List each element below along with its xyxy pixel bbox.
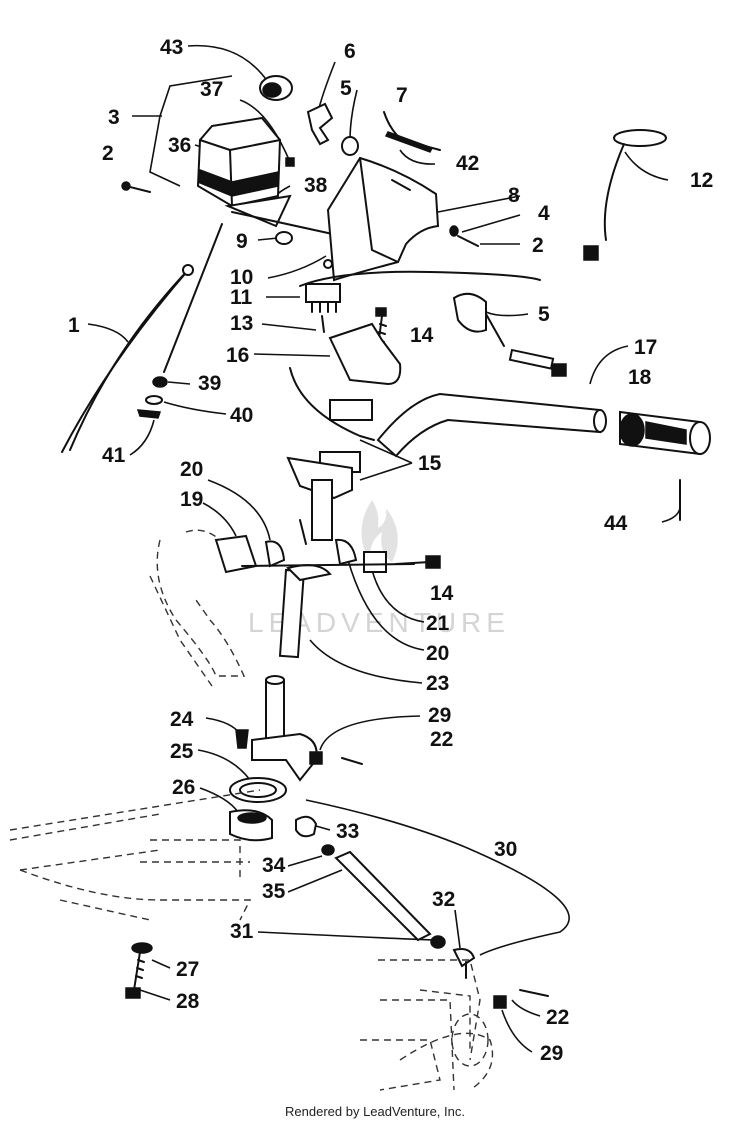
callout-1: 1 bbox=[68, 314, 80, 337]
handlebar-17 bbox=[376, 392, 607, 458]
callout-18: 18 bbox=[628, 366, 652, 389]
callout-29-upper: 29 bbox=[428, 704, 451, 727]
callout-37: 37 bbox=[200, 78, 223, 101]
meter-housing-36 bbox=[196, 116, 282, 208]
bracket-16 bbox=[328, 322, 402, 386]
washer-39 bbox=[152, 376, 168, 388]
callout-39: 39 bbox=[198, 372, 221, 395]
callout-5-right: 5 bbox=[538, 303, 550, 326]
washer-27 bbox=[131, 942, 153, 954]
callout-5-upper: 5 bbox=[340, 77, 352, 100]
tie-rod-assembly bbox=[295, 815, 476, 979]
washer-9 bbox=[275, 231, 293, 245]
callout-16: 16 bbox=[226, 344, 249, 367]
callout-11: 11 bbox=[230, 286, 253, 309]
callout-17: 17 bbox=[634, 336, 657, 359]
frame-outlines bbox=[9, 529, 494, 1091]
bushing-20-left bbox=[264, 540, 286, 568]
callout-3: 3 bbox=[108, 106, 120, 129]
callout-6: 6 bbox=[344, 40, 356, 63]
callout-21: 21 bbox=[426, 612, 450, 635]
callout-20-upper: 20 bbox=[180, 458, 203, 481]
callout-14-lower: 14 bbox=[430, 582, 454, 605]
callout-43: 43 bbox=[160, 36, 183, 59]
bearing-25 bbox=[229, 777, 287, 803]
callout-10: 10 bbox=[230, 266, 253, 289]
callout-25: 25 bbox=[170, 740, 194, 763]
pin-22-upper bbox=[341, 757, 363, 765]
handlebar-cover-8 bbox=[326, 156, 440, 282]
callout-33: 33 bbox=[336, 820, 359, 843]
callout-13: 13 bbox=[230, 312, 253, 335]
callout-20-lower: 20 bbox=[426, 642, 449, 665]
key-6 bbox=[306, 102, 334, 146]
callout-35: 35 bbox=[262, 880, 286, 903]
pin-22-lower bbox=[519, 989, 549, 997]
callout-14-upper: 14 bbox=[410, 324, 434, 347]
screw-37 bbox=[285, 157, 295, 167]
footer-credit: Rendered by LeadVenture, Inc. bbox=[285, 1104, 465, 1119]
screw-2-right bbox=[457, 235, 479, 247]
callout-19: 19 bbox=[180, 488, 203, 511]
callout-2-right: 2 bbox=[532, 234, 544, 257]
callout-15: 15 bbox=[418, 452, 442, 475]
callout-23: 23 bbox=[426, 672, 449, 695]
bolt-24 bbox=[235, 729, 249, 749]
callout-4: 4 bbox=[538, 202, 550, 225]
callout-26: 26 bbox=[172, 776, 195, 799]
clamp-21 bbox=[363, 551, 387, 573]
callout-36: 36 bbox=[168, 134, 191, 157]
bushing-20-right bbox=[334, 538, 358, 566]
callout-9: 9 bbox=[236, 230, 248, 253]
clip-41 bbox=[136, 409, 162, 419]
callout-12: 12 bbox=[690, 169, 713, 192]
washer-40 bbox=[145, 395, 163, 405]
clamp-15-upper bbox=[329, 399, 373, 421]
bolt-28 bbox=[125, 951, 145, 999]
callout-8: 8 bbox=[508, 184, 520, 207]
part-illustrations bbox=[61, 75, 711, 1009]
nut-29-upper bbox=[309, 751, 323, 765]
callout-44: 44 bbox=[604, 512, 628, 535]
callout-31: 31 bbox=[230, 920, 254, 943]
callout-24: 24 bbox=[170, 708, 194, 731]
callout-32: 32 bbox=[432, 888, 455, 911]
strip-42 bbox=[384, 131, 434, 153]
callout-40: 40 bbox=[230, 404, 253, 427]
steering-shaft-lower bbox=[251, 675, 318, 782]
knob-43 bbox=[259, 75, 293, 101]
throttle-5 bbox=[452, 292, 567, 377]
pin-13 bbox=[321, 315, 325, 333]
callout-27: 27 bbox=[176, 958, 199, 981]
callout-7: 7 bbox=[396, 84, 408, 107]
callout-2-left: 2 bbox=[102, 142, 114, 165]
washer-4 bbox=[449, 225, 459, 237]
callout-22-upper: 22 bbox=[430, 728, 453, 751]
callout-42: 42 bbox=[456, 152, 479, 175]
callout-38: 38 bbox=[304, 174, 328, 197]
sensor-12 bbox=[583, 129, 667, 261]
bolt-14-lower bbox=[395, 555, 441, 569]
callout-34: 34 bbox=[262, 854, 286, 877]
nut-29-lower bbox=[493, 995, 507, 1009]
grommet-5 bbox=[341, 136, 359, 156]
callout-29-lower: 29 bbox=[540, 1042, 563, 1065]
switch-10 bbox=[323, 259, 333, 269]
callout-22-lower: 22 bbox=[546, 1006, 569, 1029]
callout-30: 30 bbox=[494, 838, 517, 861]
callout-numbers: 43 6 37 5 7 3 36 2 42 12 38 8 4 9 2 10 5… bbox=[68, 36, 713, 1065]
callout-28: 28 bbox=[176, 990, 200, 1013]
grip-18 bbox=[619, 410, 711, 456]
connector-11 bbox=[305, 283, 341, 313]
callout-41: 41 bbox=[102, 444, 126, 467]
